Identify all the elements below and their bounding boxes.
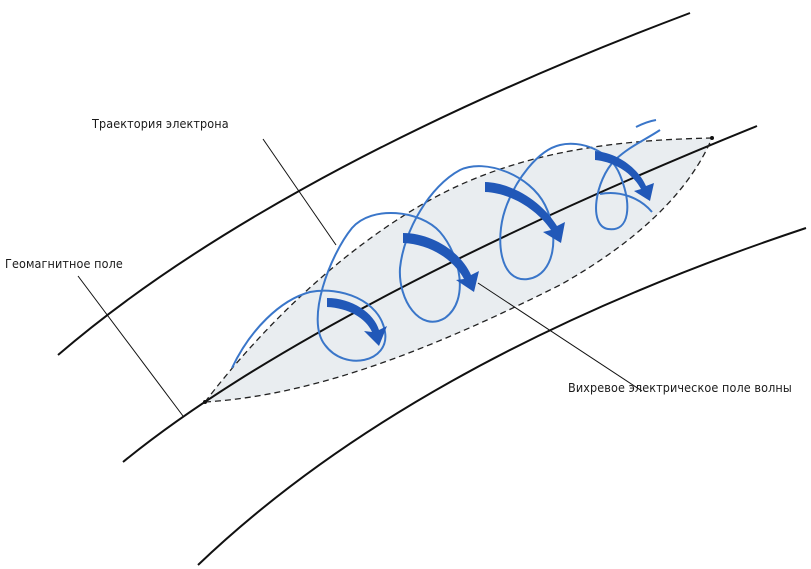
field-line-upper	[57, 12, 691, 356]
vortex-arrow-4	[595, 151, 654, 201]
wave-envelope-upper	[204, 137, 713, 403]
electron-trajectory-spiral	[231, 129, 661, 369]
wave-envelope-lower	[204, 137, 713, 403]
leader-trajectory	[262, 138, 337, 246]
trajectory-tail-2	[599, 192, 653, 213]
field-line-lower	[197, 227, 807, 566]
vortex-arrow-1	[327, 298, 387, 346]
vortex-arrow-2	[403, 233, 479, 292]
leader-vortex	[477, 282, 643, 392]
label-electron-trajectory: Траектория электрона	[92, 116, 229, 131]
label-geomagnetic-field: Геомагнитное поле	[5, 256, 123, 271]
leader-geomagnetic	[77, 275, 184, 417]
label-vortex-electric-field: Вихревое электрическое поле волны	[568, 380, 792, 395]
field-line-middle	[122, 125, 758, 463]
vortex-arrows	[327, 151, 654, 346]
trajectory-end-point	[710, 136, 714, 140]
trajectory-tail	[635, 119, 657, 128]
trajectory-start-point	[203, 400, 207, 404]
vortex-arrow-3	[485, 182, 565, 243]
